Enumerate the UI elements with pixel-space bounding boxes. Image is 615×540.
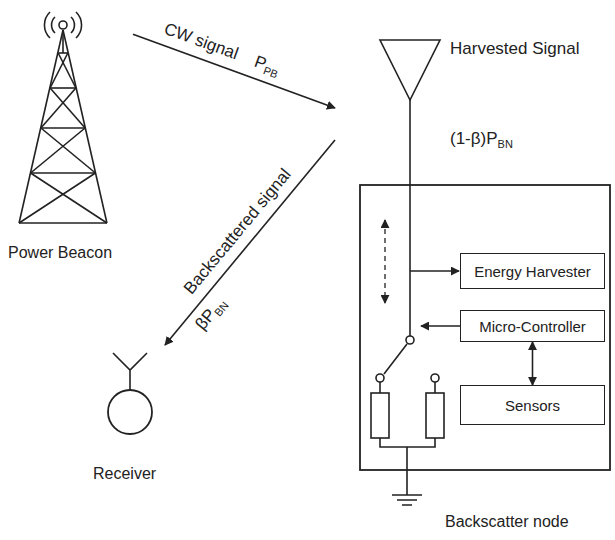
feed-wire [409,100,411,336]
component-box: Energy Harvester [460,253,605,289]
box-label: Sensors [505,397,560,414]
receiver-icon [85,345,185,455]
signal-label-group: Harvested Signal [450,40,579,59]
antenna-symbol [380,40,440,100]
switch-terminal [431,374,439,382]
tower-strut [58,52,68,54]
switch-pivot [406,336,414,344]
edge-label: CW signal [161,20,240,64]
tower-strut [41,128,96,173]
tower-strut [62,30,64,53]
signal-label-group: βPBN [192,294,230,334]
tower-strut [31,173,107,223]
tower-beacon [59,21,67,29]
node-caption: Backscatter node [445,513,569,531]
load-wire [379,382,381,393]
edge-label: Backscattered signal [181,166,296,299]
switch-control-arrow [421,325,460,326]
harvester-feed-arrow [410,270,459,271]
component-box: Sensors [460,385,605,425]
tower-strut [63,30,107,223]
receiver-body [108,390,152,434]
tower-frame [19,30,107,223]
subscript: BN [498,138,513,150]
node-group: Receiver [85,345,185,495]
signal-arrow [532,342,534,385]
signal-arrow [165,140,335,345]
signal-label-group: (1-β)PBN [450,130,513,149]
signal-label-group: PPB [252,53,283,79]
node-caption: Receiver [93,465,156,483]
node-housing [360,185,610,470]
tower-strut [58,53,76,88]
tower-strut [50,88,85,128]
switch-terminal [376,374,384,382]
signal-label: (1-β)P [450,129,498,148]
ground-wire [380,438,435,495]
switch-toggle-arrow [384,220,385,303]
subscript: PB [262,64,280,80]
receiver-antenna [113,353,147,390]
box-label: Micro-Controller [479,318,586,335]
node-group: Backscatter node Energy HarvesterMicro-Co… [335,35,613,535]
radio-waves [44,12,81,38]
tower-strut [50,53,68,88]
load-impedance [426,393,444,438]
power-beacon-tower [8,8,133,238]
box-label: Energy Harvester [474,263,591,280]
ground-symbol [392,495,422,505]
load-impedance [371,393,389,438]
node-caption: Power Beacon [8,244,112,262]
tower-strut [41,127,85,129]
tower-strut [19,222,107,224]
tower-strut [50,87,76,89]
load-wire [434,382,436,393]
switch-lever [384,344,407,374]
tower-strut [19,173,95,223]
tower-strut [31,172,96,174]
node-group: Power Beacon [8,8,133,270]
tower-strut [41,88,76,128]
tower-strut [31,128,86,173]
component-box: Micro-Controller [460,310,605,342]
tower-strut [19,30,63,223]
signal-label: Harvested Signal [450,39,579,58]
